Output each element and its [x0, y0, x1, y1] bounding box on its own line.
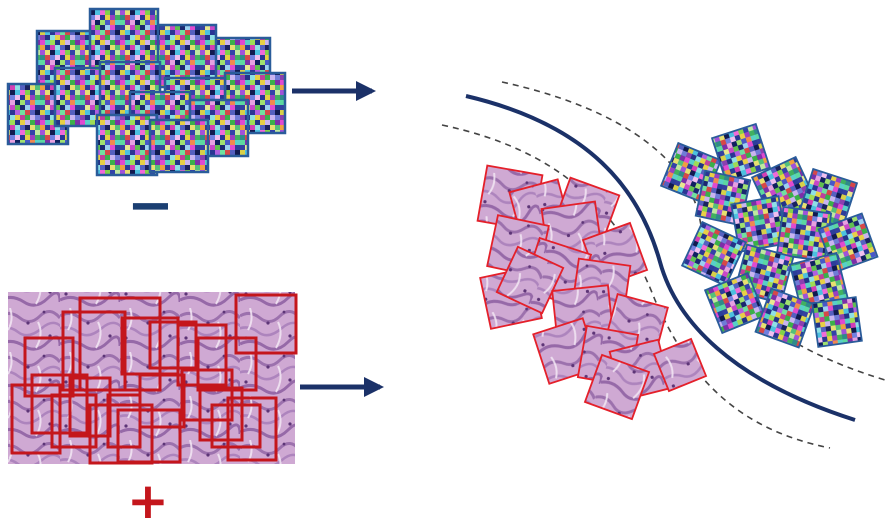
tissue-patch-box: [30, 373, 89, 435]
noise-patch-icon: [811, 296, 863, 348]
tissue-patch-box: [196, 336, 258, 392]
positive-patch-boxes: [10, 293, 298, 465]
margin-line-left: [441, 124, 831, 449]
decision-boundary: [465, 94, 856, 422]
tissue-patch-box: [10, 383, 62, 455]
tissue-patch-box: [78, 296, 162, 392]
tissue-patch-box: [210, 403, 262, 449]
tissue-patch-box: [180, 368, 234, 422]
tissue-image-panel: [8, 292, 298, 465]
tissue-patch-box: [198, 386, 244, 442]
noise-patch-icon: [148, 118, 210, 174]
tissue-patch-box: [148, 320, 198, 370]
tissue-patch-box: [23, 336, 75, 398]
negative-patch-cluster: [6, 7, 287, 177]
noise-patch-icon: [703, 271, 767, 335]
tissue-patch-box: [234, 293, 298, 355]
tissue-patch-box: [226, 396, 278, 462]
noise-patch-icon: [88, 7, 160, 71]
tissue-patch-box: [176, 323, 228, 387]
tissue-patch-box: [116, 408, 182, 464]
negative-class-sign: −: [127, 173, 174, 238]
noise-patch-icon: [680, 220, 748, 288]
noise-patch-icon: [710, 122, 772, 184]
negative-rotated-cluster: [659, 122, 879, 349]
noise-patch-icon: [754, 287, 816, 349]
tissue-patch-box: [106, 393, 142, 449]
noise-patch-icon: [95, 113, 159, 177]
tissue-patch-icon: [652, 337, 708, 393]
positive-patch-cluster: [476, 164, 708, 421]
positive-class-sign: +: [127, 472, 169, 530]
tissue-patch-icon: [583, 353, 651, 421]
tissue-patch-box: [50, 393, 98, 449]
